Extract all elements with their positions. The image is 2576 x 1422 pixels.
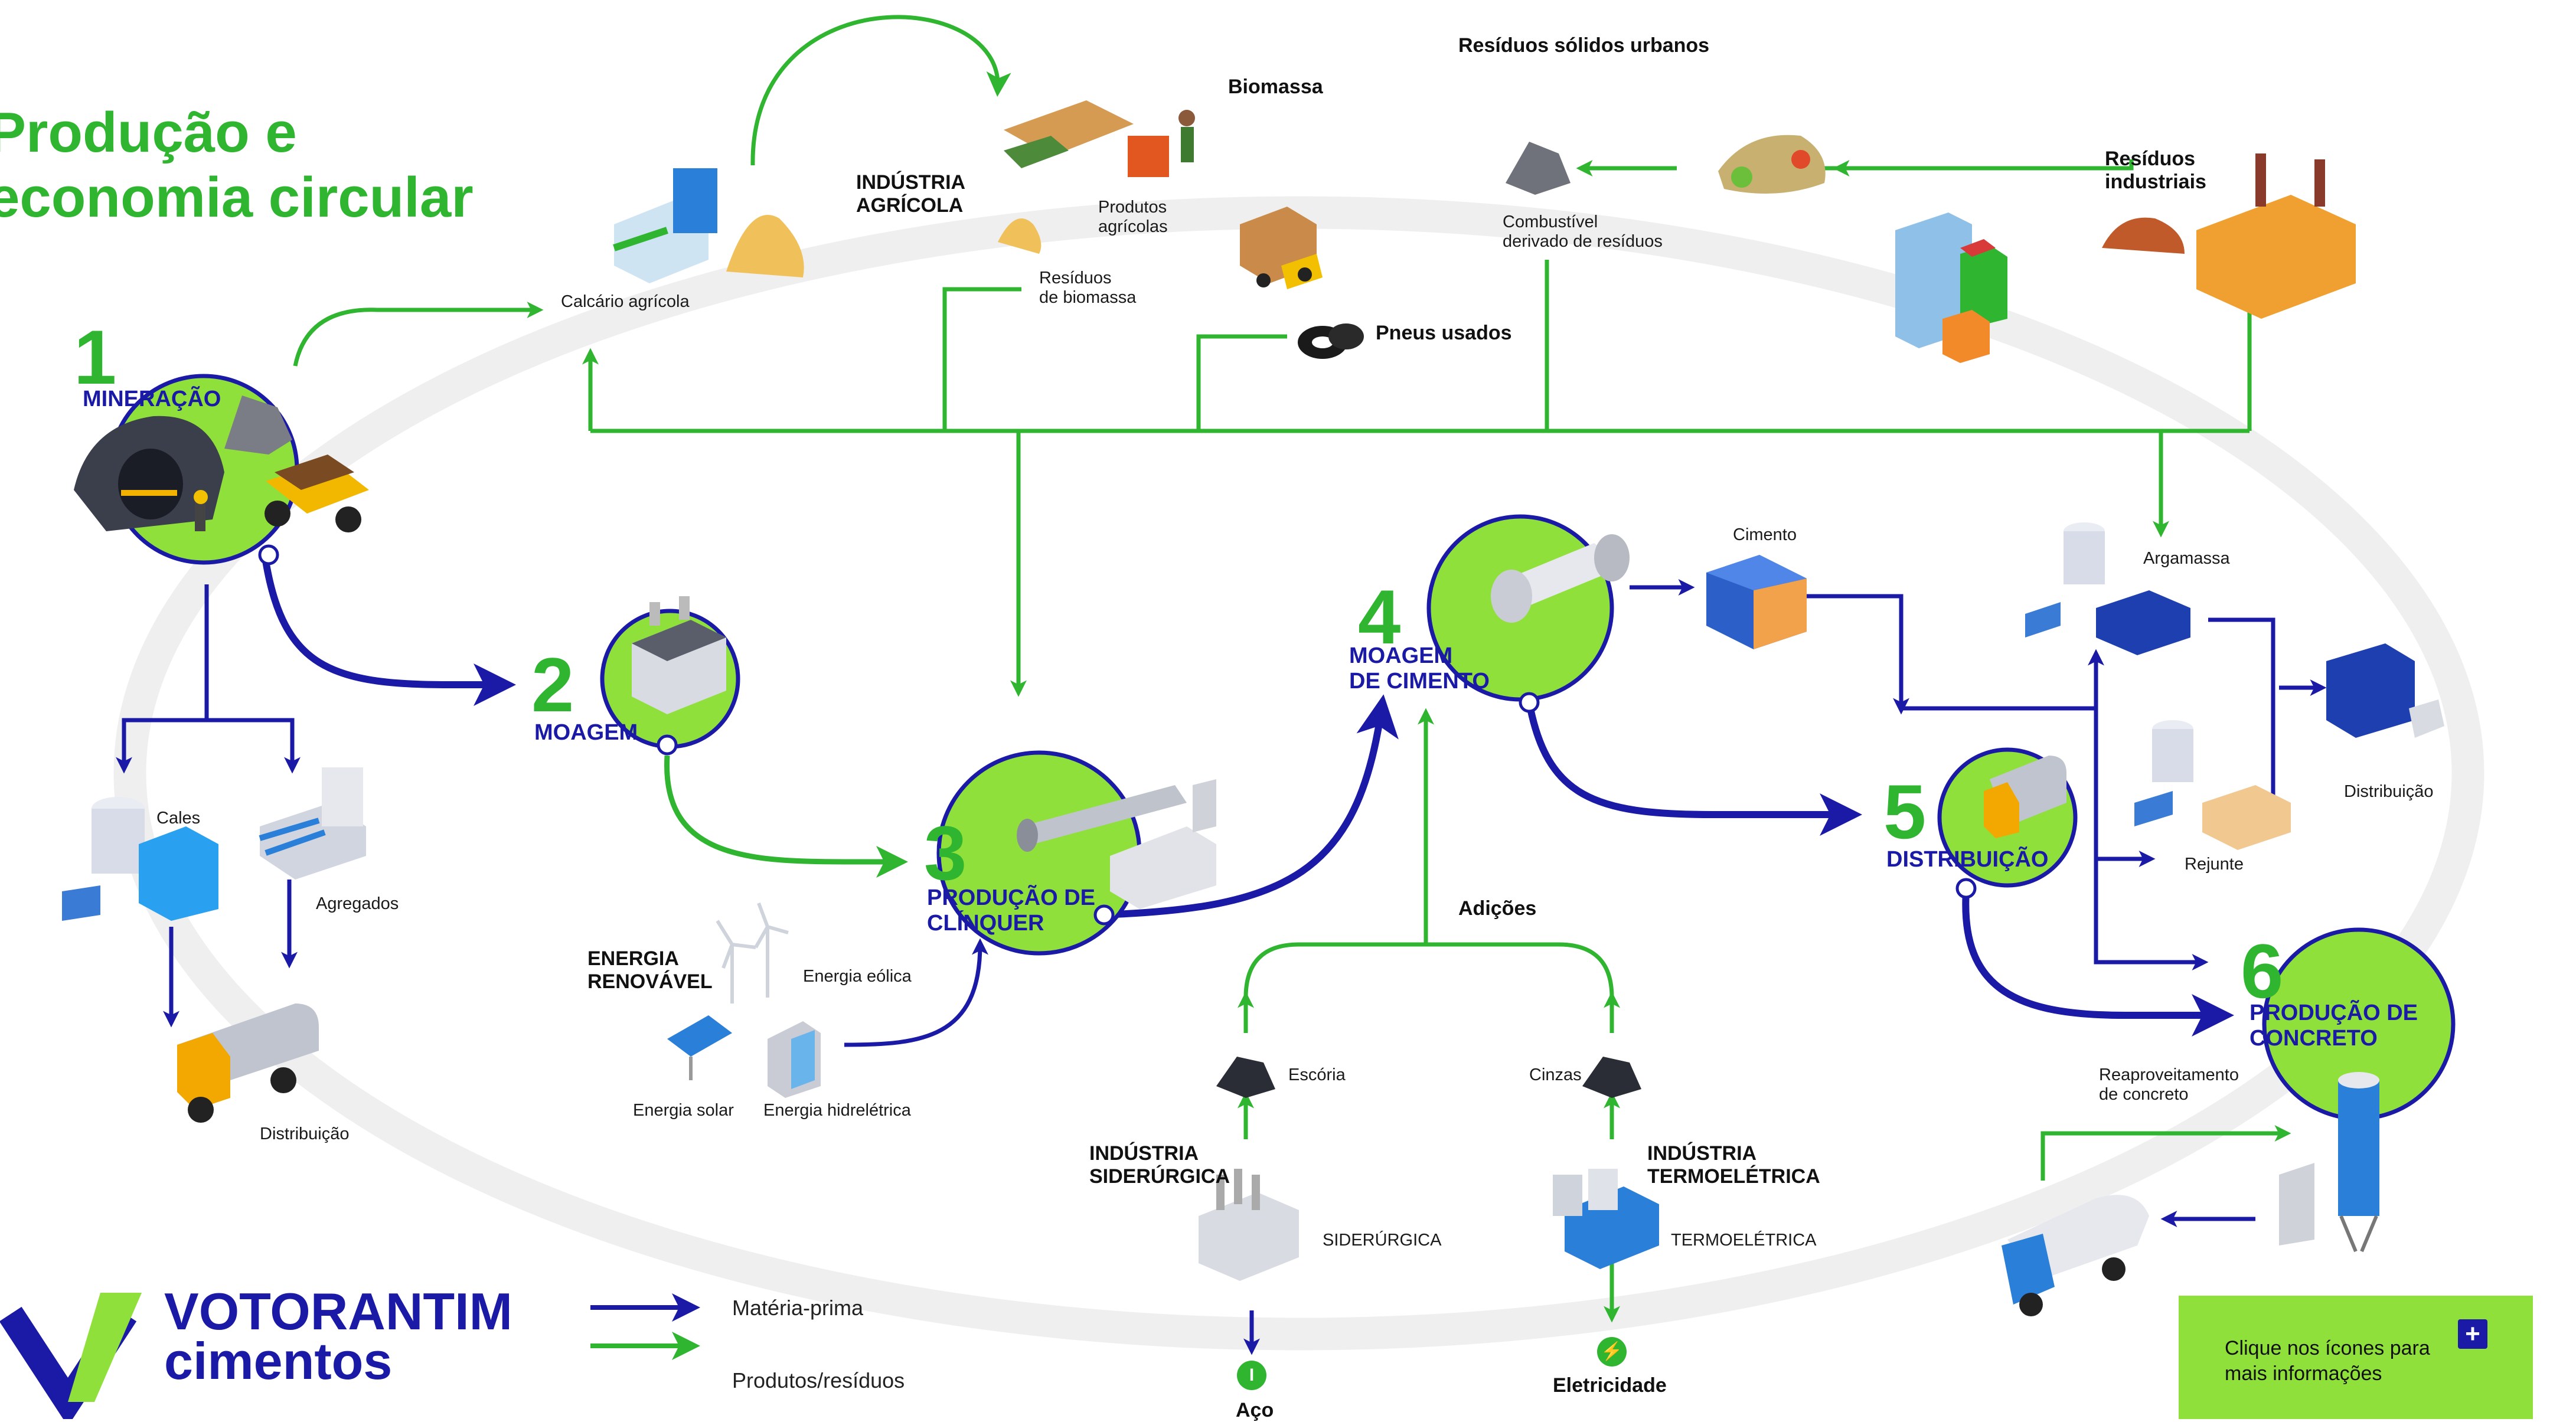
tanker-truck-icon-5[interactable] [1984,756,2066,838]
solar-panel-icon[interactable] [667,1015,732,1080]
label-aco: Aço [1236,1399,1274,1421]
label-distribuicao-right: Distribuição [2344,782,2434,801]
aggregates-plant-icon[interactable] [259,767,366,880]
delivery-truck-icon[interactable] [1240,207,1323,289]
step-1-number: 1 [74,314,117,400]
background-ring [113,196,2484,1351]
step-circles[interactable] [108,374,2456,1121]
label-termoeletrica: TERMOELÉTRICA [1671,1231,1817,1250]
step-6-number: 6 [2241,928,2284,1014]
cdr-rock-icon[interactable] [1506,142,1571,195]
label-argamassa: Argamassa [2143,549,2230,568]
wind-turbine-icon[interactable] [716,902,789,1003]
steel-end-icon: I [1237,1361,1266,1390]
hydro-dam-icon[interactable] [768,1021,821,1098]
votorantim-logo-icon [0,1293,142,1419]
steel-plant-icon[interactable] [1199,1169,1299,1281]
label-cimento: Cimento [1733,525,1797,544]
brand-name: VOTORANTIM cimentos [164,1282,512,1390]
label-cales: Cales [156,809,201,828]
city-buildings-icon[interactable] [1895,213,2007,363]
grout-icon[interactable] [2134,720,2291,850]
mixer-truck-icon[interactable] [2002,1195,2149,1316]
concrete-silo-icon[interactable] [2279,1072,2379,1253]
label-escoria: Escória [1288,1065,1346,1084]
label-energia-hidreletrica: Energia hidrelétrica [763,1101,911,1120]
slag-icon[interactable] [1216,1057,1275,1098]
step-4-number: 4 [1358,574,1401,660]
step-1-name[interactable]: MINERAÇÃO [83,387,221,411]
factory-icon[interactable] [2102,153,2356,319]
tanker-truck-icon[interactable] [177,1003,319,1123]
label-pneus: Pneus usados [1376,322,1512,344]
label-distribuicao-left: Distribuição [260,1124,350,1143]
limestone-pile-icon[interactable] [726,215,804,277]
step-2-name[interactable]: MOAGEM [534,720,638,745]
label-energia-eolica: Energia eólica [803,967,912,986]
label-cinzas: Cinzas [1529,1065,1582,1084]
label-biomassa: Biomassa [1228,76,1323,98]
plus-icon[interactable]: + [2458,1319,2487,1349]
step-2-number: 2 [531,642,574,728]
label-eletricidade: Eletricidade [1553,1374,1667,1397]
urban-waste-icon[interactable] [1718,135,1826,194]
cement-bags-icon[interactable] [1706,555,1807,649]
lime-plant-icon-agri[interactable] [613,168,717,283]
page-title: Produção e economia circular [0,101,474,230]
label-energia-solar: Energia solar [633,1101,734,1120]
step-5-number: 5 [1883,769,1927,855]
blue-flow-lines [116,560,2327,1355]
step-5-name[interactable]: DISTRIBUIÇÃO [1886,847,2049,872]
legend-materia-prima: Matéria-prima [732,1296,864,1320]
tire-icon[interactable] [1298,323,1364,359]
legend-produtos-residuos: Produtos/resíduos [732,1368,905,1392]
grinder-building-icon[interactable] [632,596,726,714]
biomass-icon[interactable] [998,100,1195,254]
mortar-icon[interactable] [2025,522,2190,655]
dump-truck-icon[interactable] [265,455,369,532]
delivery-truck-icon-right[interactable] [2326,643,2444,738]
mine-icon[interactable] [74,416,224,531]
green-flow-lines [293,15,2291,1360]
rock-icon[interactable] [224,395,292,455]
electricity-icon: ⚡ [1597,1337,1627,1367]
label-rejunte: Rejunte [2185,855,2244,874]
label-calcario: Calcário agrícola [561,292,690,311]
label-siderurgica: SIDERÚRGICA [1323,1231,1442,1250]
ball-mill-icon[interactable] [1491,534,1630,623]
kiln-icon[interactable] [1017,779,1216,909]
label-adicoes: Adições [1458,897,1537,920]
label-rsu: Resíduos sólidos urbanos [1458,34,1710,57]
ash-icon[interactable] [1582,1057,1641,1098]
thermo-plant-icon[interactable] [1553,1169,1659,1269]
step-3-number: 3 [924,810,967,896]
label-agregados: Agregados [316,894,399,913]
lime-plant-icon[interactable] [62,797,218,921]
